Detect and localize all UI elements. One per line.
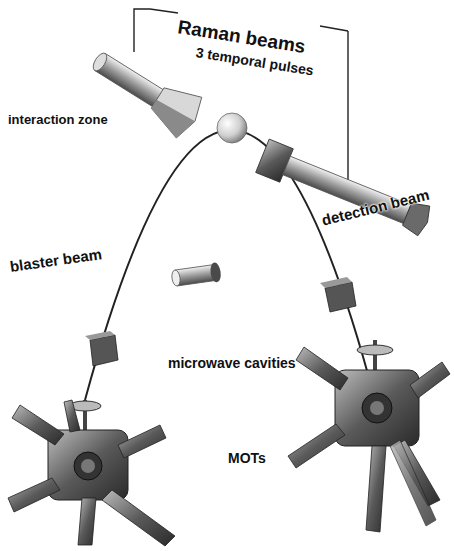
part-label: interaction zone — [8, 112, 108, 127]
bracket — [134, 9, 348, 192]
blaster-beam — [171, 262, 222, 289]
part-label: MOTs — [228, 450, 266, 466]
detection-beam — [256, 139, 435, 239]
atom-trajectory — [85, 130, 375, 400]
microwave-cavity — [320, 277, 356, 312]
part-label: microwave cavities — [168, 355, 296, 371]
mot-chamber — [288, 340, 450, 532]
interaction-sphere — [217, 113, 247, 143]
microwave-cavity — [85, 331, 118, 366]
mot-chamber — [8, 400, 175, 546]
part-label: blaster beam — [9, 245, 103, 275]
